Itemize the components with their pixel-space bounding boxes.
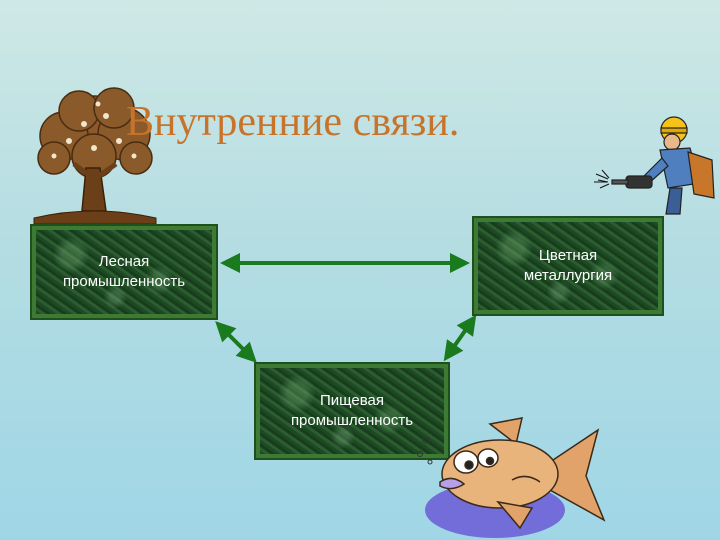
slide-title: Внутренние связи. — [126, 99, 460, 145]
node-forest-label: Лесная промышленность — [62, 253, 186, 290]
arrow-forest-food — [215, 321, 257, 363]
worker-illustration — [594, 116, 715, 215]
fish-illustration — [417, 417, 606, 538]
node-food-label: Пищевая промышленность — [290, 392, 414, 429]
tree-illustration — [33, 87, 157, 225]
node-food-industry: Пищевая промышленность — [254, 362, 450, 460]
node-forest-industry: Лесная промышленность — [30, 224, 218, 320]
node-metallurgy-label: Цветная металлургия — [523, 247, 613, 284]
node-nonferrous-metallurgy: Цветная металлургия — [472, 216, 664, 316]
arrow-metallurgy-food — [443, 314, 477, 362]
